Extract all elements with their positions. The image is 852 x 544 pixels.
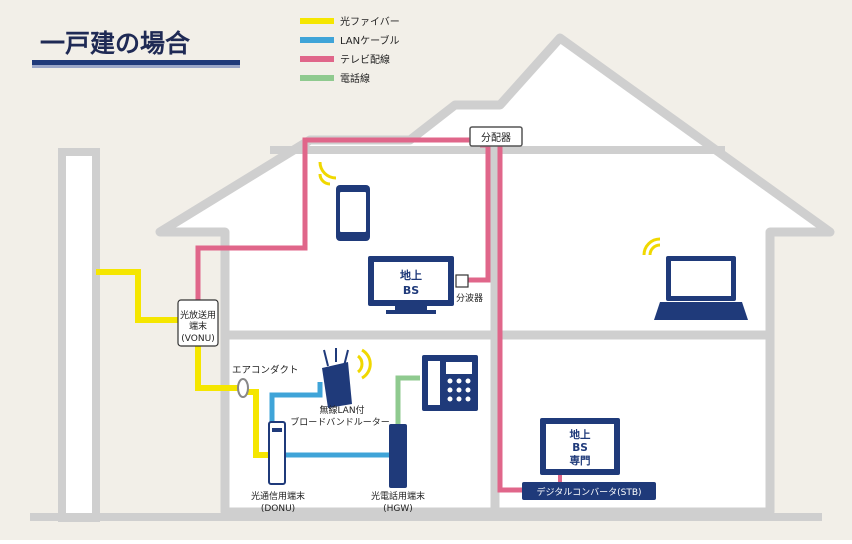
- phone-line-hgw-to-phone: [395, 375, 420, 425]
- tv-lower-line3: 専門: [570, 454, 591, 467]
- branch-filter: 分波器: [455, 274, 483, 304]
- legend: 光ファイバー LANケーブル テレビ配線 電話線: [300, 15, 400, 85]
- fiber-line-to-vonu: [96, 269, 190, 323]
- hgw-label-2: (HGW): [383, 504, 413, 514]
- router-icon: [322, 348, 352, 408]
- legend-swatch-phone: [300, 75, 334, 81]
- legend-label-tv: テレビ配線: [340, 53, 390, 66]
- onu-icon: [389, 424, 407, 488]
- fiber-line-vonu-to-duct: [195, 345, 240, 391]
- wifi-icon: [642, 237, 661, 256]
- vonu-label-2: 端末: [189, 320, 207, 332]
- stb-box: [522, 482, 656, 500]
- lan-line-donu-to-router: [269, 382, 323, 425]
- donu-label-2: (DONU): [261, 504, 295, 514]
- donu-terminal: 光通信用端末 (DONU): [251, 421, 305, 514]
- tv-line-vonu-to-splitter: [195, 137, 470, 300]
- tv-lower-line1: 地上: [570, 428, 591, 441]
- legend-swatch-lan: [300, 37, 334, 43]
- onu-icon: [177, 299, 219, 347]
- router-label-1: 無線LAN付: [319, 404, 364, 416]
- tv-lower-line2: BS: [572, 442, 588, 454]
- splitter: 分配器: [469, 126, 523, 147]
- wifi-icon: [356, 348, 372, 380]
- air-duct: エアコンダクト: [232, 364, 299, 398]
- legend-swatch-tv: [300, 56, 334, 62]
- telephone-icon: [422, 355, 478, 411]
- branch-filter-box: [455, 274, 469, 288]
- wifi-icon: [318, 161, 337, 186]
- utility-pole: [58, 148, 100, 522]
- air-duct-label: エアコンダクト: [232, 364, 299, 376]
- tv-upper-line2: BS: [403, 284, 419, 297]
- router-label-2: ブロードバンドルーター: [290, 416, 389, 428]
- vonu-label-1: 光放送用: [180, 309, 216, 321]
- branch-filter-label: 分波器: [456, 292, 483, 304]
- legend-label-phone: 電話線: [340, 72, 370, 85]
- title-bar: [32, 60, 240, 65]
- laptop: [642, 237, 748, 320]
- onu-icon: [268, 421, 286, 485]
- vonu-label-3: (VONU): [181, 334, 214, 344]
- tv-upper: 地上 BS: [368, 256, 454, 314]
- hgw-label-1: 光電話用端末: [371, 490, 425, 502]
- stb-label: デジタルコンバータ(STB): [536, 486, 641, 498]
- air-duct-icon: [237, 378, 249, 398]
- title-bar-shadow: [32, 65, 240, 68]
- vonu-terminal: 光放送用 端末 (VONU): [177, 299, 219, 347]
- stb: デジタルコンバータ(STB): [522, 482, 656, 500]
- tv-lower: 地上 BS 専門: [540, 418, 620, 475]
- fiber-line-to-donu: [246, 389, 272, 458]
- tv-line-splitter-to-stb: [497, 145, 522, 493]
- splitter-label: 分配器: [481, 132, 511, 144]
- smartphone: [318, 161, 370, 241]
- splitter-box: [469, 126, 523, 147]
- donu-label-1: 光通信用端末: [251, 490, 305, 502]
- hgw-terminal: 光電話用端末 (HGW): [371, 424, 425, 514]
- legend-label-fiber: 光ファイバー: [340, 15, 400, 28]
- page-title: 一戸建の場合: [40, 29, 191, 58]
- legend-swatch-fiber: [300, 18, 334, 24]
- legend-label-lan: LANケーブル: [340, 34, 400, 47]
- router: 無線LAN付 ブロードバンドルーター: [290, 348, 390, 428]
- tv-upper-line1: 地上: [400, 268, 422, 282]
